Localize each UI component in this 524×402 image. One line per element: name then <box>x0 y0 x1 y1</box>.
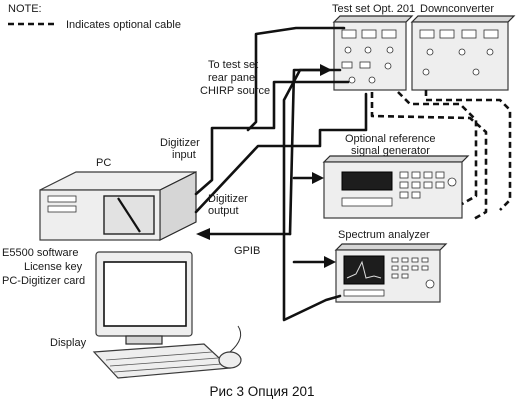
gpib-arrowhead <box>196 228 210 240</box>
cable-digitizer-input <box>194 80 350 196</box>
sa-screen <box>343 255 385 285</box>
digitizer-input-label-line1: Digitizer <box>160 137 200 149</box>
chirp-label-line2: rear panel <box>208 72 258 84</box>
reference-signal-generator <box>322 155 470 219</box>
digitizer-output-label-line2: output <box>208 205 239 217</box>
sa-label: Spectrum analyzer <box>338 229 430 241</box>
display-label: Display <box>50 337 87 349</box>
monitor-screen <box>103 261 187 327</box>
siggen-label-line1: Optional reference <box>345 133 436 145</box>
figure-caption: Рис 3 Опция 201 <box>210 384 315 399</box>
legend: NOTE: Indicates optional cable <box>8 3 181 31</box>
optional-cable-downconverter <box>424 90 512 211</box>
pc-item-software: E5500 software <box>2 247 78 259</box>
gpib-bus <box>288 68 328 236</box>
monitor-stand <box>125 335 163 345</box>
spectrum-analyzer <box>334 243 448 303</box>
keyboard <box>92 343 232 379</box>
optional-cable-inner <box>397 91 478 206</box>
pc-label: PC <box>96 157 111 169</box>
gpib-label: GPIB <box>234 245 260 257</box>
digitizer-output-label-line1: Digitizer <box>208 193 248 205</box>
siggen-display <box>341 171 393 191</box>
test-set-top <box>332 15 414 23</box>
legend-note: NOTE: <box>8 3 42 15</box>
digitizer-input-label-line2: input <box>172 149 196 161</box>
cable-chirp-source <box>246 26 346 132</box>
pc-drive-bay-1 <box>47 195 77 203</box>
pc-drive-bay-2 <box>47 205 77 213</box>
downconverter-top <box>410 15 516 23</box>
downconverter-label: Downconverter <box>420 3 494 15</box>
mouse <box>218 325 242 369</box>
downconverter <box>410 15 516 91</box>
chirp-label-line1: To test set <box>208 59 258 71</box>
pc-item-card: PC-Digitizer card <box>2 275 85 287</box>
test-set <box>332 15 414 91</box>
test-set-label: Test set Opt. 201 <box>332 3 415 15</box>
optional-cable-outer <box>370 92 488 222</box>
display-monitor <box>95 251 193 345</box>
siggen-label-line2: signal generator <box>351 145 430 157</box>
chirp-label-line3: CHIRP source <box>200 85 270 97</box>
cable-digitizer-output <box>194 92 368 214</box>
legend-optional-cable-text: Indicates optional cable <box>66 19 181 31</box>
pc-tower <box>39 171 197 241</box>
pc-item-license: License key <box>24 261 83 273</box>
